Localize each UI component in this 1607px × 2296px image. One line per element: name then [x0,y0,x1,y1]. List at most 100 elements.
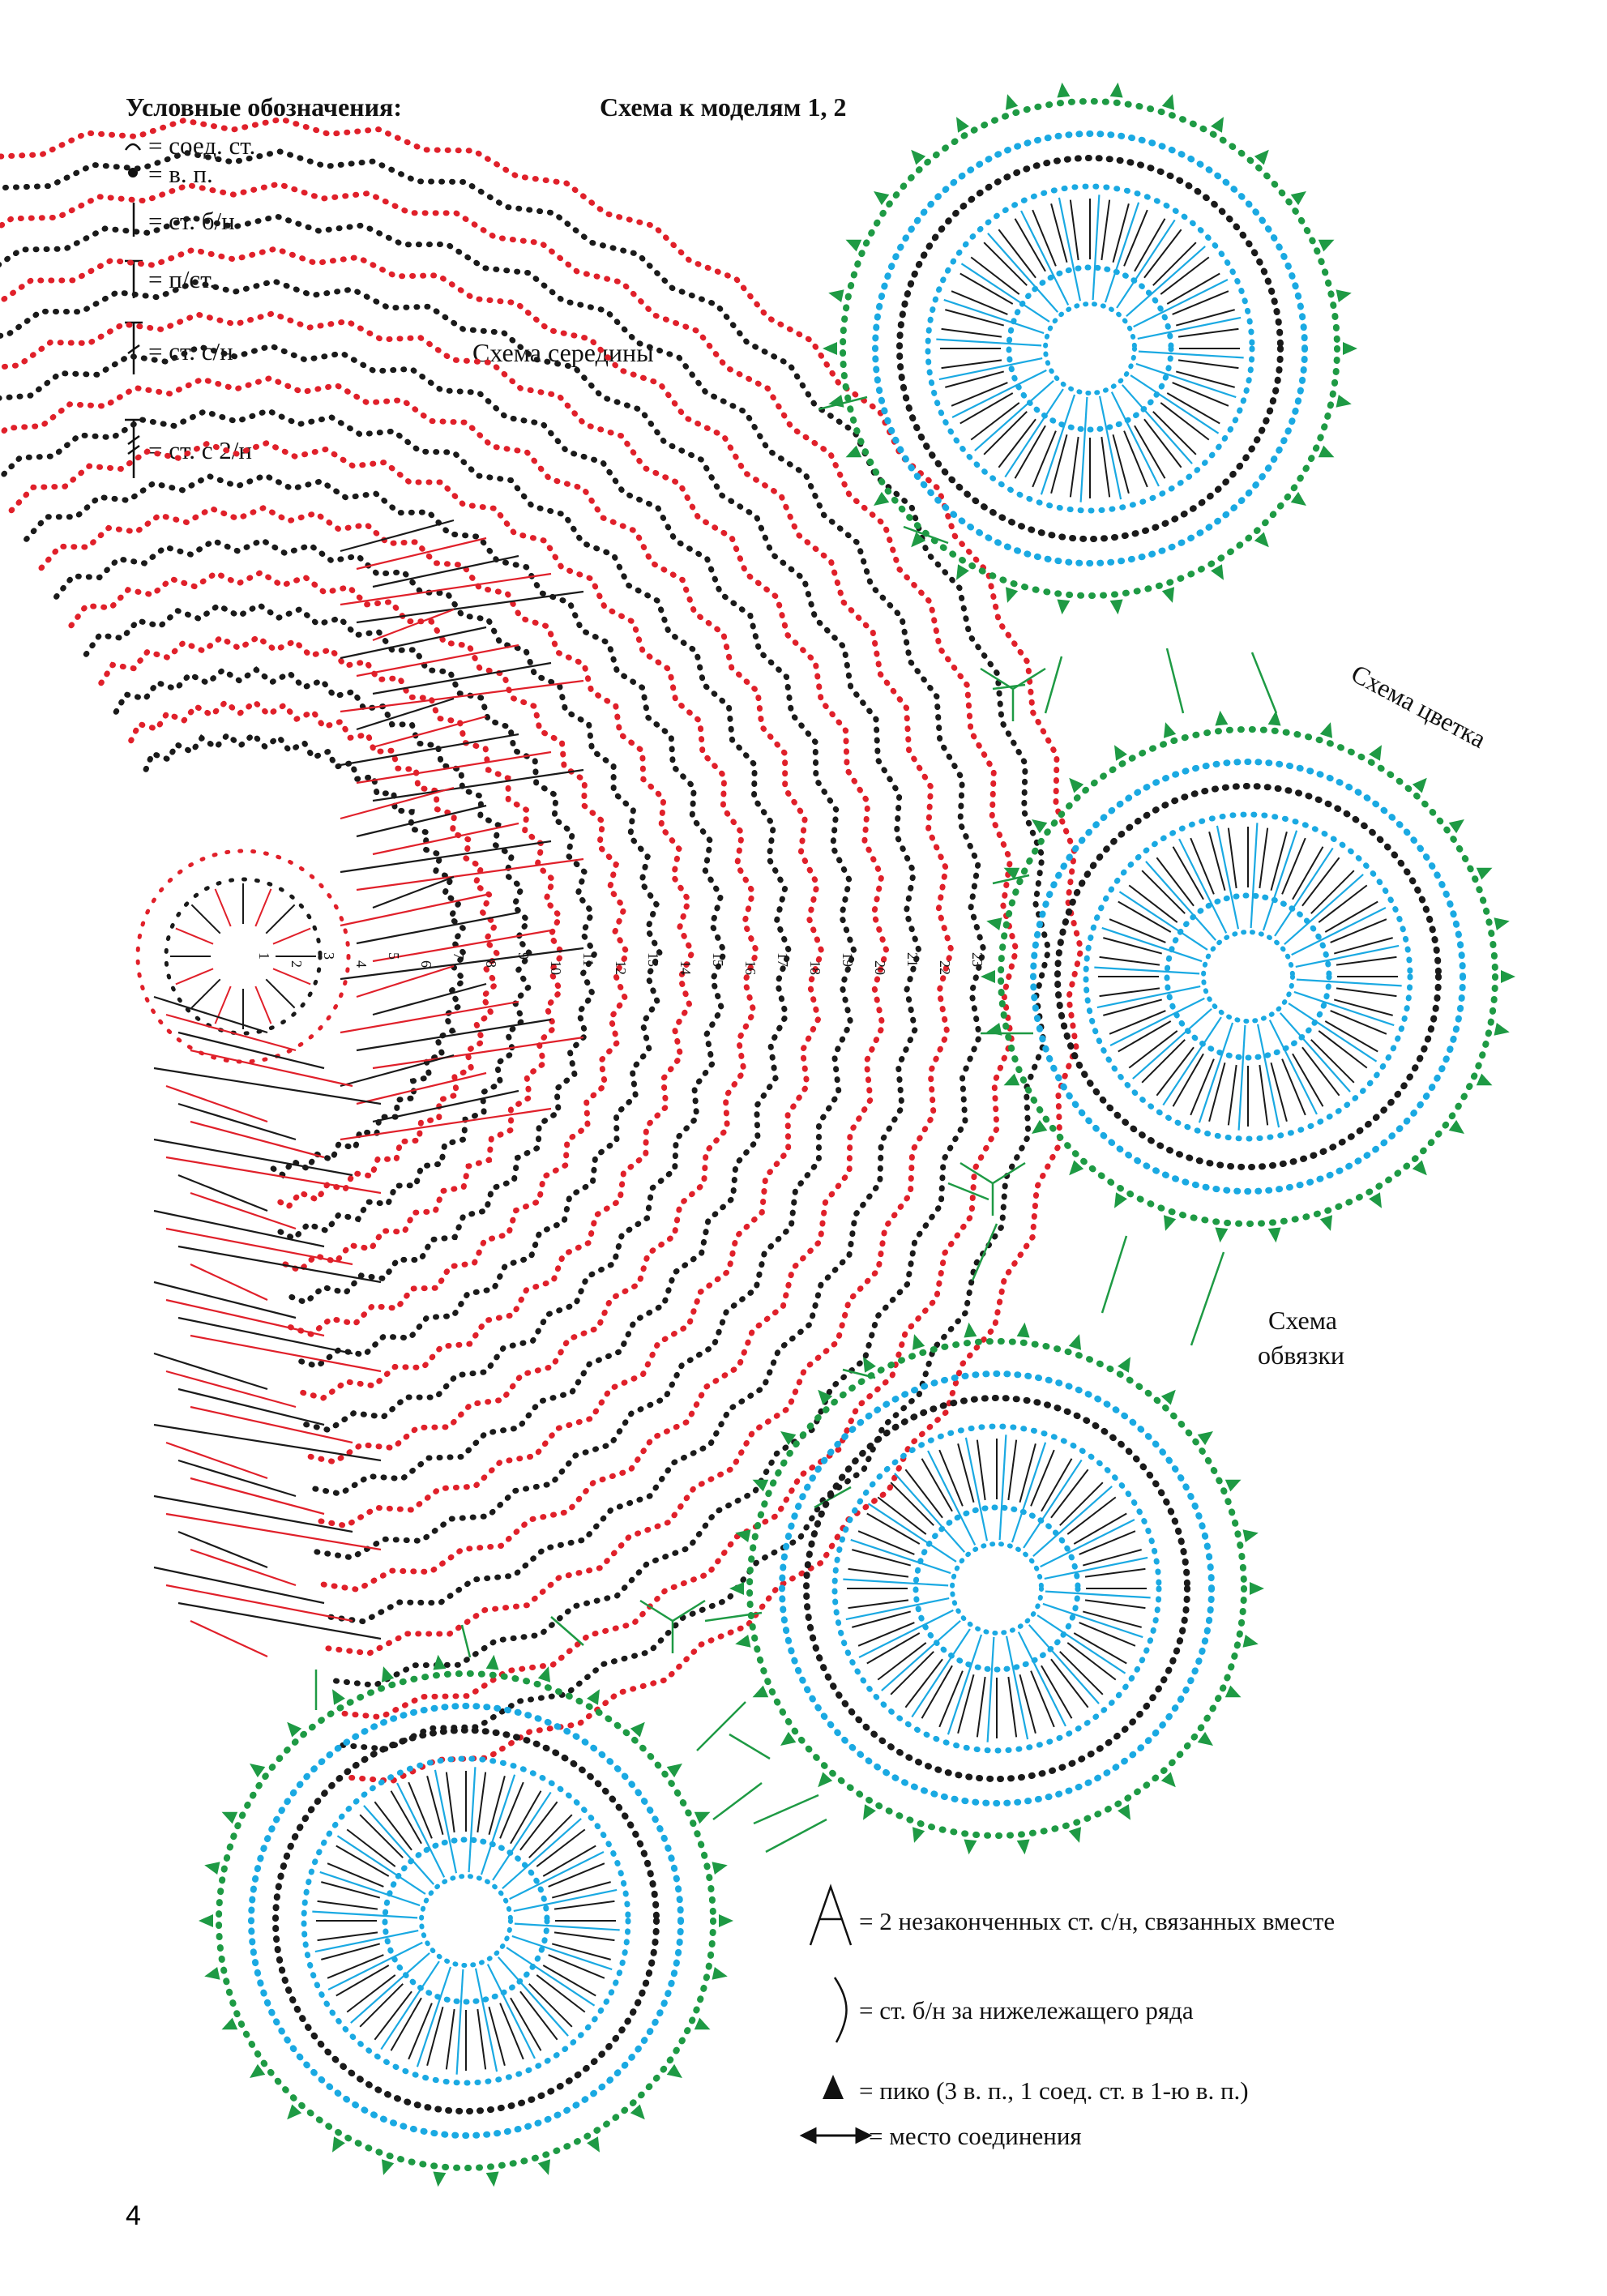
start-stitch [272,927,311,945]
flower-stitch [1160,402,1210,441]
row-number-11: 11 [580,952,596,966]
legend-label-double-crochet: = ст. с/н [148,337,233,366]
picot [956,117,969,133]
flower-stitch [904,1469,943,1519]
picot [874,191,890,206]
picot [780,1431,797,1446]
picot [1412,777,1427,793]
flower-stitch-blue [843,1578,949,1587]
flower-stitch [983,242,1028,286]
picot [911,149,926,165]
middle-stitch [190,1548,297,1587]
flower-stitch [1190,1058,1215,1116]
picot [986,1023,1002,1036]
flower-stitch [488,2006,506,2066]
picot [1215,1227,1229,1243]
flower-ring-5 [803,1395,1190,1782]
picot [1057,599,1071,615]
picot [694,2017,711,2030]
flower-stitch [1270,1062,1288,1122]
picot [986,917,1002,930]
row-number-8: 8 [483,960,499,968]
flower-bottom-left [199,1654,733,2187]
picot [1069,777,1084,793]
flower-stitch [1177,327,1239,338]
flower-stitch-blue [502,1818,582,1890]
flower-stitch-blue [1116,219,1176,309]
flower-stitch [1059,1481,1104,1526]
flower-stitch-blue [1110,391,1160,487]
middle-stitch [177,1031,325,1070]
flower-stitch [1019,1674,1036,1734]
flower-stitch [1156,857,1195,907]
picot [204,1967,220,1980]
flower-stitch [336,1965,390,1997]
picot [1215,710,1229,726]
picot [845,445,862,458]
flower-stitch [321,1943,381,1960]
middle-stitch [177,1316,353,1355]
flower-stitch [957,1674,975,1734]
flower-stitch [857,1530,915,1555]
flower-stitch [1099,987,1160,998]
flower-stitch [1082,1610,1142,1628]
middle-stitch [356,1018,552,1052]
join-arrow [1190,1251,1225,1346]
picot [537,2159,551,2175]
flower-stitch-blue [1028,1624,1100,1704]
flower-stitch-blue [1138,350,1244,359]
middle-stitch [372,929,552,963]
flower-stitch [1143,229,1182,279]
flower-stitch [1103,998,1163,1016]
picot [780,1731,797,1746]
flower-stitch [317,1900,378,1910]
row-number-1: 1 [256,952,272,960]
flower-stitch [445,2008,455,2070]
picot [485,1654,499,1670]
flower-stitch [1330,918,1387,943]
flower-stitch-blue [1293,990,1395,1027]
flower-stitch [866,1632,921,1665]
middle-stitch [340,947,584,981]
flower-stitch [1281,1058,1306,1116]
picot [221,2017,238,2030]
flower-ring-6 [1030,759,1466,1195]
flower-stitch [1156,1046,1195,1097]
flower-stitch [1134,218,1166,272]
flower-stitch-blue [1291,907,1387,956]
flower-stitch [877,1642,927,1681]
picot [381,1666,395,1682]
middle-stitch [372,822,519,856]
picot [1412,1160,1427,1176]
picot [1005,94,1019,110]
flower-stitch-blue [480,1774,516,1875]
flower-stitch [359,1983,404,2028]
middle-stitch [165,1156,382,1195]
flower-stitch-blue [380,1960,440,2050]
picot-triangle-icon [823,2075,844,2099]
flower-ring-4 [925,183,1255,514]
middle-stitch [340,893,487,927]
picot [1163,722,1177,738]
picot [1319,1215,1333,1231]
page-title: Схема к моделям 1, 2 [600,92,846,122]
picot [1161,587,1175,603]
picot [1242,1529,1259,1542]
middle-stitch [372,982,487,1016]
flower-stitch-blue [434,1769,458,1874]
flower-stitch-blue [327,1941,423,1990]
flower-stitch [1066,1642,1117,1681]
flower-stitch [1190,837,1215,895]
flower-stitch [477,2008,487,2070]
row-number-2: 2 [288,960,305,968]
middle-stitch [340,1000,519,1034]
picot [1016,1322,1030,1338]
flower-stitch-blue [1295,944,1400,968]
picot [752,1685,769,1698]
middle-stitch [153,1566,325,1605]
picot [818,1772,833,1788]
flower-stitch-blue [1284,874,1364,946]
flower-stitch-blue [1135,362,1237,399]
picot [1003,867,1020,880]
start-ring-outer [135,849,351,1064]
